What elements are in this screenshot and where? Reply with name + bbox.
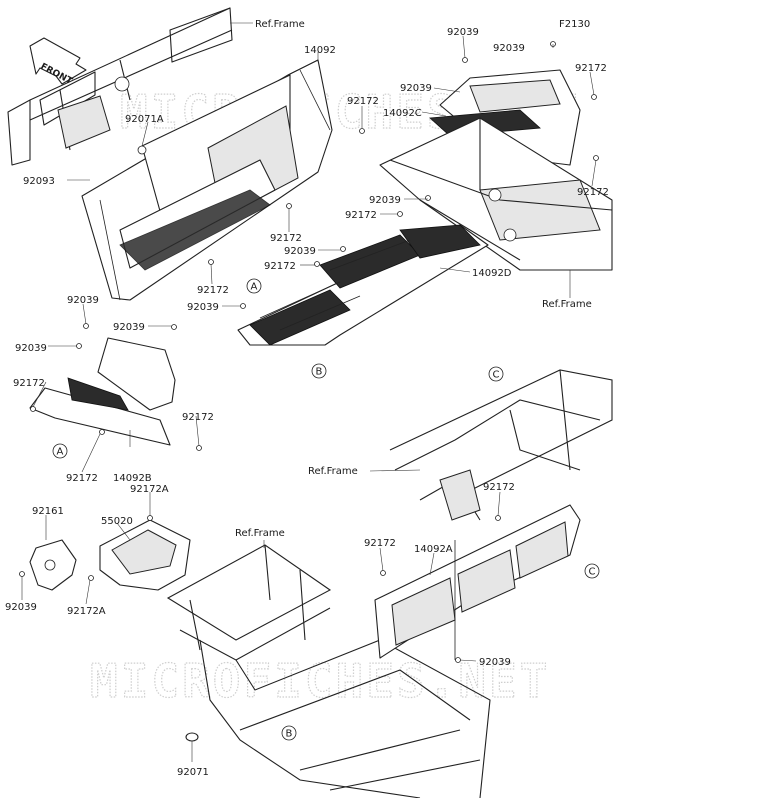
label-92172: 92172 [197,285,229,296]
label-92093: 92093 [23,176,55,187]
fasteners [19,41,599,663]
svg-text:A: A [57,447,64,458]
label-92172: 92172 [364,538,396,549]
frame-bottom-section [166,544,491,798]
frame-right-section [379,117,613,271]
label-92172: 92172 [347,96,379,107]
part-14092d-floor-mat [237,224,489,346]
label-92039: 92039 [479,657,511,668]
label-14092b: 14092B [113,473,152,484]
label-ref-frame-2: Ref.Frame [542,299,592,310]
part-92071-washer [185,732,199,742]
ref-circle-b1: B [311,363,327,379]
part-14092a-rear-panel [374,504,581,660]
label-92039: 92039 [369,195,401,206]
label-92039: 92039 [493,43,525,54]
label-92071a: 92071A [125,114,164,125]
label-92039: 92039 [113,322,145,333]
label-92039: 92039 [5,602,37,613]
label-14092a: 14092A [414,544,453,555]
label-92172: 92172 [264,261,296,272]
svg-text:C: C [589,567,596,578]
svg-text:B: B [286,729,293,740]
callout-labels: Ref.Frame 14092 92172 92071A 92093 92172… [5,19,609,778]
ref-circle-a2: A [52,443,68,459]
label-92039: 92039 [67,295,99,306]
ref-circle-c2: C [584,563,600,579]
label-ref-frame-4: Ref.Frame [308,466,358,477]
svg-text:C: C [493,370,500,381]
watermark-bottom: MICROFICHES.NET [90,654,550,708]
frame-rear-section [389,369,613,521]
label-92039: 92039 [187,302,219,313]
ref-circle-c1: C [488,366,504,382]
label-f2130: F2130 [559,19,590,30]
label-92071: 92071 [177,767,209,778]
label-92172a: 92172A [67,606,106,617]
label-92172: 92172 [483,482,515,493]
part-55020-cover [99,519,191,591]
label-55020: 55020 [101,516,133,527]
label-ref-frame-1: Ref.Frame [255,19,305,30]
label-92172: 92172 [577,187,609,198]
label-14092: 14092 [304,45,336,56]
ref-circle-b2: B [281,725,297,741]
label-14092c: 14092C [383,108,422,119]
label-92172: 92172 [182,412,214,423]
label-14092d: 14092D [472,268,512,279]
label-92172: 92172 [13,378,45,389]
label-92172a: 92172A [130,484,169,495]
label-92172: 92172 [66,473,98,484]
label-92172: 92172 [345,210,377,221]
part-14092-front-panel [81,59,333,301]
front-arrow-icon: FRONT [29,37,87,87]
part-92161-bracket [29,539,77,591]
label-92039: 92039 [447,27,479,38]
frame-front-section [7,7,233,166]
label-92172: 92172 [270,233,302,244]
leader-lines [21,22,597,762]
ref-circle-a1: A [246,278,262,294]
label-92161: 92161 [32,506,64,517]
part-14092b-side-panel [29,337,176,446]
svg-text:B: B [316,367,323,378]
label-92039: 92039 [400,83,432,94]
label-92039: 92039 [284,246,316,257]
label-ref-frame-3: Ref.Frame [235,528,285,539]
label-92039: 92039 [15,343,47,354]
svg-text:A: A [251,282,258,293]
label-92172: 92172 [575,63,607,74]
